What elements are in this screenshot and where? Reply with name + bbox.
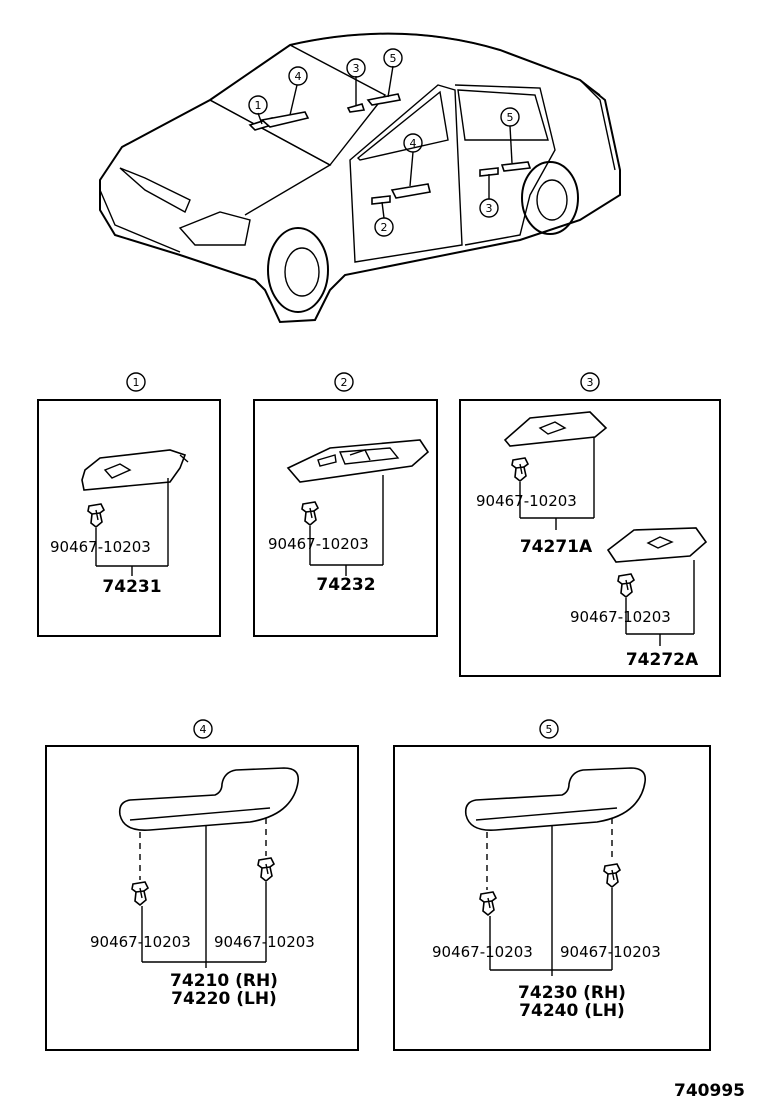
car-callout-5-door: 5 [500, 107, 520, 127]
car-body-outline [99, 32, 621, 324]
rear-window [457, 89, 549, 141]
car-overview: 1 4 3 5 4 2 3 5 [99, 32, 621, 324]
clip-icon [87, 503, 105, 528]
clip-part-number: 90467-10203 [50, 538, 151, 556]
car-callout-3-door: 3 [479, 198, 499, 218]
panel-3-frame [459, 399, 721, 677]
svg-text:3: 3 [587, 376, 594, 389]
car-grip-4-top [260, 111, 310, 128]
car-callout-3-top: 3 [346, 58, 366, 78]
front-door [349, 84, 463, 263]
clip-icon [511, 457, 529, 482]
panel-2-frame [253, 399, 438, 637]
rear-wheel [521, 161, 579, 235]
headlight [178, 211, 251, 246]
panel-5-frame [393, 745, 711, 1051]
front-window [356, 90, 449, 161]
panel-1-callout: 1 [126, 372, 146, 392]
clip-part-number: 90467-10203 [268, 535, 369, 553]
grille [119, 167, 191, 213]
grip-74272a-icon [606, 527, 708, 563]
clip-icon [257, 857, 275, 882]
assembly-lh-part-number: 74240 (LH) [519, 1001, 625, 1021]
svg-text:4: 4 [200, 723, 207, 736]
svg-text:2: 2 [381, 221, 388, 234]
left-clip-part-number: 90467-10203 [432, 943, 533, 961]
left-clip-part-number: 90467-10203 [90, 933, 191, 951]
panel-3: 3 90467-10203 74271A 90467-10203 74272A [459, 372, 721, 677]
panel-2-callout: 2 [334, 372, 354, 392]
assembly-rh-part-number: 74230 (RH) [518, 983, 626, 1003]
rear-door [454, 84, 556, 246]
roof-line [289, 32, 601, 96]
car-grip-2-door [371, 195, 391, 205]
grip-74271a-icon [503, 411, 608, 447]
assembly-lh-part-number: 74220 (LH) [171, 989, 277, 1009]
car-grip-5-door [500, 161, 532, 172]
assist-grip-74210-icon [118, 767, 300, 832]
car-grip-3-door [479, 167, 499, 177]
svg-text:2: 2 [341, 376, 348, 389]
grip-74232-icon [286, 439, 430, 483]
car-grip-3-top [346, 103, 366, 113]
car-callout-4-door: 4 [403, 133, 423, 153]
svg-text:4: 4 [410, 137, 417, 150]
clip-icon [301, 501, 319, 526]
panel-4-callout: 4 [193, 719, 213, 739]
car-callout-2: 2 [374, 217, 394, 237]
svg-text:3: 3 [353, 62, 360, 75]
panel-2: 2 90467-10203 74232 [253, 372, 438, 637]
svg-text:5: 5 [546, 723, 553, 736]
svg-text:4: 4 [295, 70, 302, 83]
assembly-part-number: 74232 [316, 575, 375, 595]
right-clip-part-number: 90467-10203 [214, 933, 315, 951]
assembly-part-number: 74231 [102, 577, 161, 597]
panel-4-frame [45, 745, 359, 1051]
hood-line [121, 99, 332, 216]
lower-clip-part-number: 90467-10203 [570, 608, 671, 626]
lower-assembly-part-number: 74272A [626, 650, 699, 670]
front-bumper [99, 189, 181, 253]
assist-grip-74230-icon [464, 767, 647, 832]
right-clip-part-number: 90467-10203 [560, 943, 661, 961]
panel-1-frame [37, 399, 221, 637]
car-callout-1: 1 [248, 95, 268, 115]
car-callout-4-top: 4 [288, 66, 308, 86]
figure-code: 740995 [674, 1081, 745, 1101]
assembly-rh-part-number: 74210 (RH) [170, 971, 278, 991]
clip-icon [603, 863, 621, 888]
svg-text:5: 5 [507, 111, 514, 124]
trunk-line [579, 79, 616, 171]
upper-assembly-part-number: 74271A [520, 537, 593, 557]
upper-clip-part-number: 90467-10203 [476, 492, 577, 510]
clip-icon [617, 573, 635, 598]
panel-5-callout: 5 [539, 719, 559, 739]
car-callout-5-top: 5 [383, 48, 403, 68]
clip-icon [479, 891, 497, 916]
svg-text:3: 3 [486, 202, 493, 215]
panel-3-callout: 3 [580, 372, 600, 392]
front-wheel [267, 227, 329, 313]
panel-1: 1 90467-10203 74231 [37, 372, 221, 637]
panel-4: 4 90467-10203 90467-10203 74210 (RH) 742… [45, 719, 359, 1051]
car-grip-4-door [390, 183, 431, 199]
svg-text:1: 1 [133, 376, 140, 389]
svg-text:1: 1 [255, 99, 262, 112]
grip-74231-icon [81, 449, 187, 491]
panel-5: 5 90467-10203 90467-10203 74230 (RH) 742… [393, 719, 711, 1051]
svg-text:5: 5 [390, 52, 397, 65]
clip-icon [131, 881, 149, 906]
